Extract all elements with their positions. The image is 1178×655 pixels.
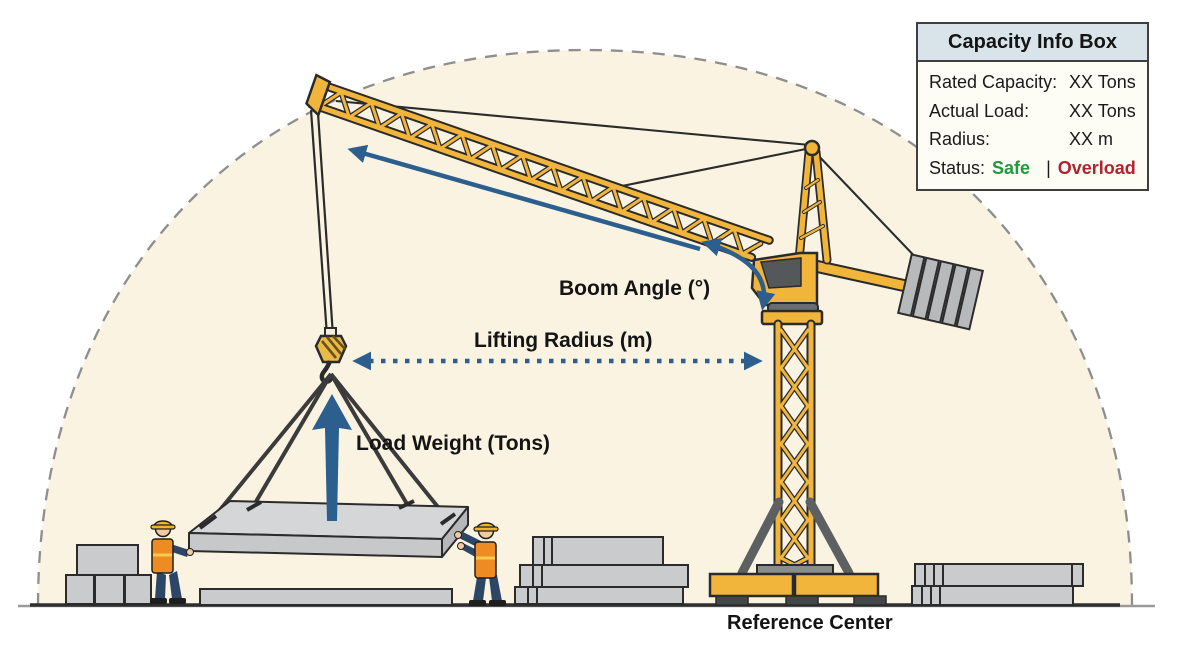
crane-base <box>708 497 887 606</box>
status-overload: Overload <box>1057 157 1136 178</box>
ground-platform-slab <box>199 588 453 606</box>
annotations <box>312 144 776 521</box>
actual-load-value: XX Tons <box>1069 100 1136 121</box>
counterweight <box>897 253 985 331</box>
actual-load-label: Actual Load: <box>929 100 1030 121</box>
info-row-radius: Radius: XX m <box>929 125 1139 154</box>
rated-capacity-value: XX Tons <box>1069 72 1136 92</box>
apex-pulley <box>803 139 821 157</box>
radius-label: Radius: <box>929 129 991 149</box>
slab-stack-middle <box>514 536 689 605</box>
load-weight-arrow <box>312 394 352 521</box>
hoist-cables <box>309 109 335 337</box>
status-safe: Safe <box>992 157 1031 178</box>
info-box-body: Rated Capacity: XX Tons Actual Load: XX … <box>918 62 1147 189</box>
boom-angle-label: Boom Angle (°) <box>559 277 711 300</box>
jib-boom <box>305 73 774 262</box>
info-row-actual-load: Actual Load: XX Tons <box>929 97 1139 126</box>
hook-block <box>314 327 348 384</box>
apex-mast <box>794 139 832 265</box>
radius-value: XX m <box>1069 129 1114 149</box>
worker-right <box>454 522 506 606</box>
status-label: Status: <box>929 157 986 178</box>
load-weight-label: Load Weight (Tons) <box>356 432 551 455</box>
sling-cables <box>204 372 452 529</box>
cab-window <box>760 257 802 289</box>
lifting-radius-label: Lifting Radius (m) <box>474 329 653 352</box>
block-pile-left <box>65 544 152 605</box>
reference-center-label: Reference Center <box>727 612 893 634</box>
info-row-status: Status: Safe | Overload <box>929 154 1139 183</box>
boom-angle-arc <box>701 238 776 311</box>
hook-icon <box>319 360 334 384</box>
status-separator: | <box>1046 157 1051 178</box>
slab-stack-right <box>911 563 1084 606</box>
working-radius-dome <box>36 48 1134 606</box>
rated-capacity-label: Rated Capacity: <box>929 72 1058 92</box>
tower-mast <box>773 319 816 579</box>
info-box-title: Capacity Info Box <box>918 24 1147 62</box>
tie-cables <box>335 99 923 265</box>
worker-left <box>150 520 194 604</box>
boom-angle-line <box>347 144 701 252</box>
capacity-info-box: Capacity Info Box Rated Capacity: XX Ton… <box>916 22 1149 191</box>
info-row-rated-capacity: Rated Capacity: XX Tons <box>929 68 1139 97</box>
